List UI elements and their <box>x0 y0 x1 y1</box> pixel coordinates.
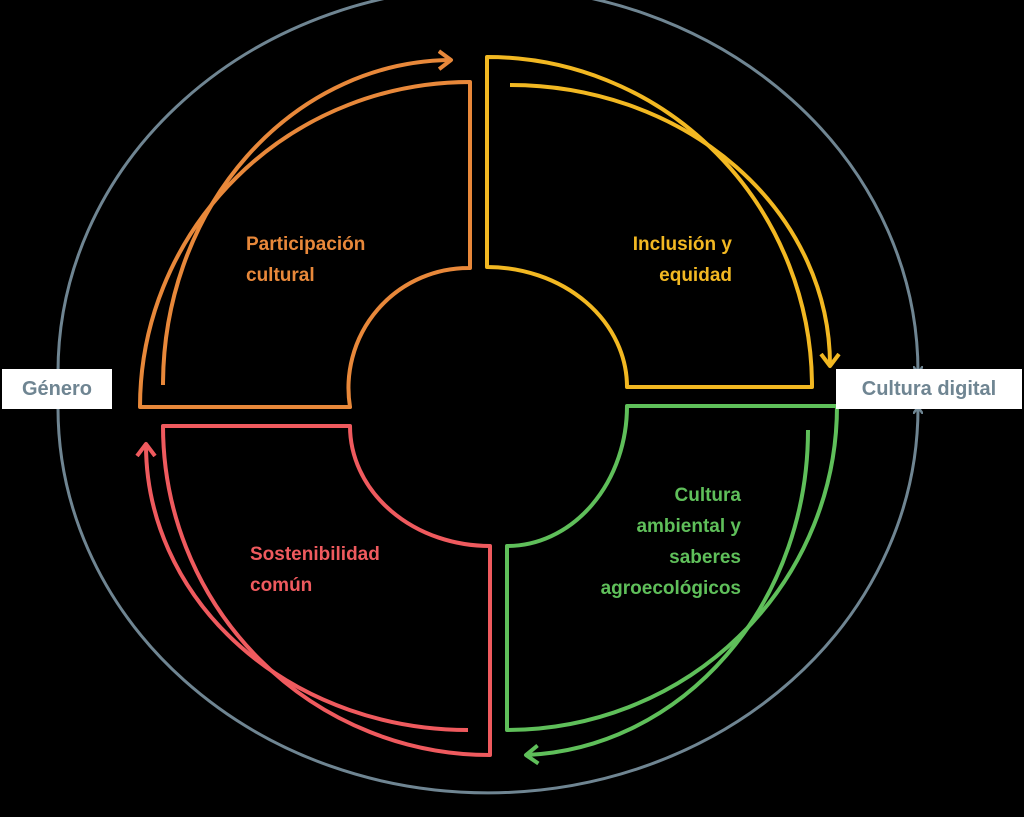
outer-ring-bottom-arc <box>58 408 918 795</box>
label-line: Inclusión y <box>632 234 732 255</box>
outer-ring-top-arc <box>58 0 918 372</box>
label-line: saberes <box>669 547 741 568</box>
quadrant-participacion-outline <box>138 80 472 409</box>
arrow-inclusion <box>509 83 830 365</box>
label-line: Participación <box>246 234 366 255</box>
label-line: común <box>250 575 313 596</box>
label-line: agroecológicos <box>600 578 741 599</box>
label-line: equidad <box>659 265 732 286</box>
arrow-ambiental <box>527 429 811 755</box>
label-line: Sostenibilidad <box>250 544 380 565</box>
cultura-digital-label: Cultura digital <box>836 369 1022 409</box>
quadrant-sostenibilidad-outline <box>161 424 492 757</box>
arrow-participacion <box>161 60 450 386</box>
genero-label: Género <box>2 369 112 409</box>
label-line: cultural <box>246 265 315 286</box>
arrow-sostenibilidad <box>146 445 469 732</box>
quadrant-inclusion-outline <box>485 55 814 389</box>
label-line: ambiental y <box>636 516 741 537</box>
inclusion-equidad-label: Inclusión y equidad <box>633 229 732 291</box>
participacion-cultural-label: Participación cultural <box>246 229 365 291</box>
label-line: Cultura <box>674 485 742 506</box>
quadrant-ambiental-outline <box>505 404 839 732</box>
sostenibilidad-comun-label: Sostenibilidad común <box>250 539 380 601</box>
cultura-ambiental-label: Cultura ambiental y saberes agroecológic… <box>601 480 741 604</box>
